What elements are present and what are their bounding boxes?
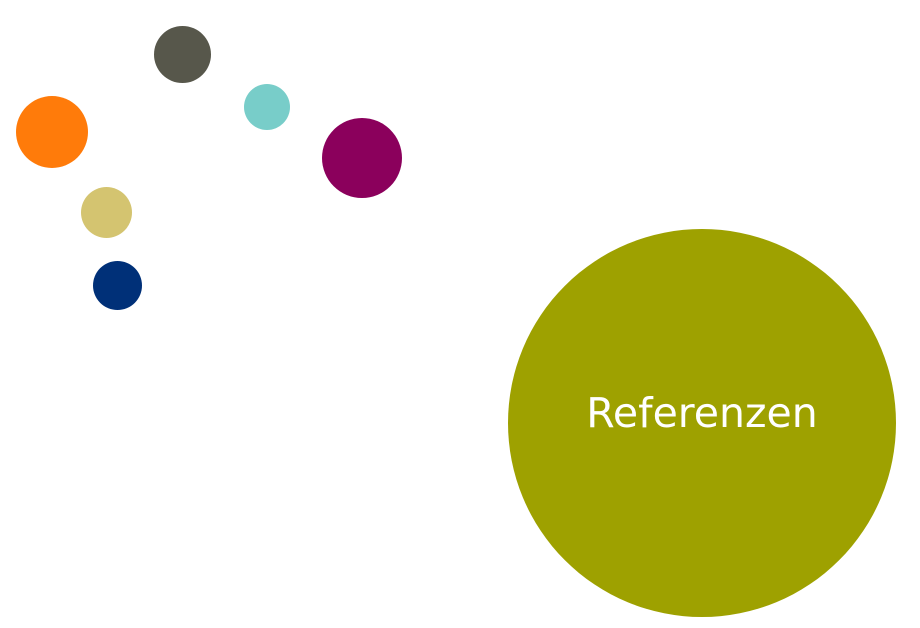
referenzen-label: Referenzen [586, 389, 818, 437]
cyan-dot [244, 84, 290, 130]
orange-dot [16, 96, 88, 168]
referenzen-circle[interactable]: Referenzen [508, 229, 896, 617]
gray-dot [154, 26, 211, 83]
navy-dot [93, 261, 142, 310]
khaki-dot [81, 187, 132, 238]
purple-dot [322, 118, 402, 198]
